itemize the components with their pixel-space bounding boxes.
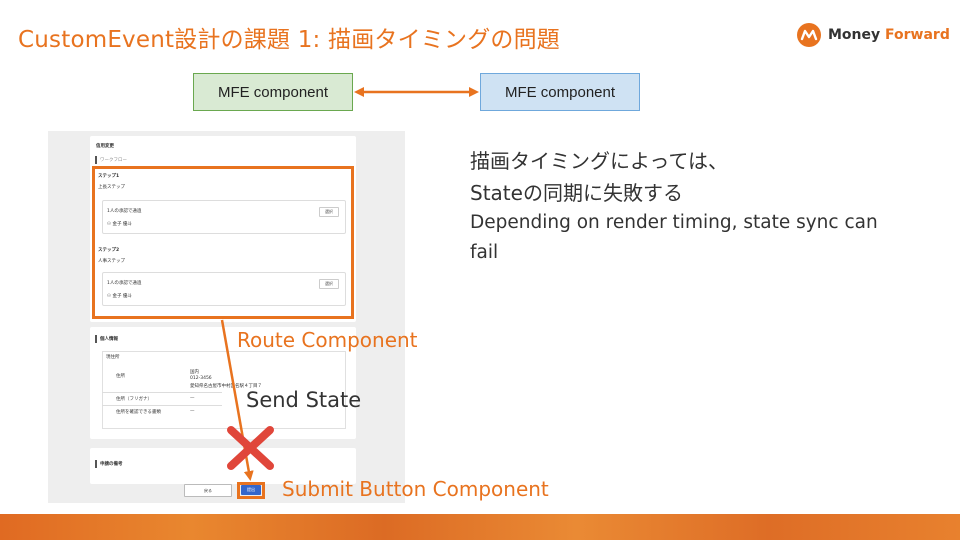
step1-title: ステップ1 (98, 174, 120, 179)
address-kana-label: 住所（フリガナ） (116, 397, 152, 402)
address-document-label: 住所を確認できる書類 (116, 410, 161, 415)
section-marker (95, 460, 97, 468)
footer-decoration-band (0, 514, 960, 540)
step1-user: ⚇ 金子 優斗 (107, 221, 132, 227)
submit-button[interactable]: 提出 (241, 485, 261, 495)
submit-button-component-label: Submit Button Component (282, 477, 549, 501)
address-section-label: 現住所 (106, 355, 120, 360)
address-postal: 012-3456 (190, 376, 212, 381)
mfe-component-right: MFE component (480, 73, 640, 111)
step1-approval-rule: 1人の承認で通過 (107, 209, 142, 214)
step2-approver-card: 1人の承認で通過 選択 ⚇ 金子 優斗 (102, 272, 346, 306)
user-icon: ⚇ (107, 222, 112, 227)
workflow-card-header: 信用変更 (96, 144, 114, 149)
address-country: 国内 (190, 370, 199, 375)
address-kana-value: — (190, 396, 195, 401)
step1-user-name: 金子 優斗 (112, 222, 132, 227)
step2-user: ⚇ 金子 優斗 (107, 293, 132, 299)
step2-select-button[interactable]: 選択 (319, 279, 339, 289)
back-button[interactable]: 戻る (184, 484, 232, 497)
step1-subtitle: 上長ステップ (98, 185, 125, 190)
user-icon: ⚇ (107, 294, 112, 299)
logo-text: Money Forward (828, 27, 950, 43)
step2-title: ステップ2 (98, 248, 120, 253)
section-marker (95, 156, 97, 164)
slide-title: CustomEvent設計の課題 1: 描画タイミングの問題 (18, 27, 561, 53)
send-state-label: Send State (246, 388, 362, 412)
workflow-tab[interactable]: ワークフロー (100, 158, 127, 163)
step2-subtitle: 人事ステップ (98, 259, 125, 264)
route-component-label: Route Component (237, 328, 418, 352)
step2-user-name: 金子 優斗 (112, 294, 132, 299)
money-forward-logo-icon (797, 23, 821, 47)
logo-text-accent: Forward (885, 27, 950, 43)
application-notes-header: 申請の備考 (100, 462, 123, 467)
money-forward-logo: Money Forward (796, 22, 950, 48)
note-japanese-line2: Stateの同期に失敗する (470, 181, 683, 205)
step1-approver-card: 1人の承認で通過 選択 ⚇ 金子 優斗 (102, 200, 346, 234)
section-marker (95, 335, 97, 343)
submit-button-highlight (237, 482, 265, 499)
note-japanese-line1: 描画タイミングによっては、 (470, 149, 728, 173)
workflow-card: 信用変更 ワークフロー ステップ1 上長ステップ 1人の承認で通過 選択 ⚇ 金… (90, 136, 356, 322)
route-component-highlight (92, 166, 354, 319)
personal-info-header: 個人情報 (100, 337, 118, 342)
note-english: Depending on render timing, state sync c… (470, 212, 878, 263)
mfe-component-left: MFE component (193, 73, 353, 111)
step1-select-button[interactable]: 選択 (319, 207, 339, 217)
logo-text-main: Money (828, 27, 881, 43)
step2-approval-rule: 1人の承認で通過 (107, 281, 142, 286)
row-divider (102, 392, 222, 393)
address-document-value: — (190, 409, 195, 414)
address-label: 住所 (116, 374, 125, 379)
row-divider (102, 405, 222, 406)
